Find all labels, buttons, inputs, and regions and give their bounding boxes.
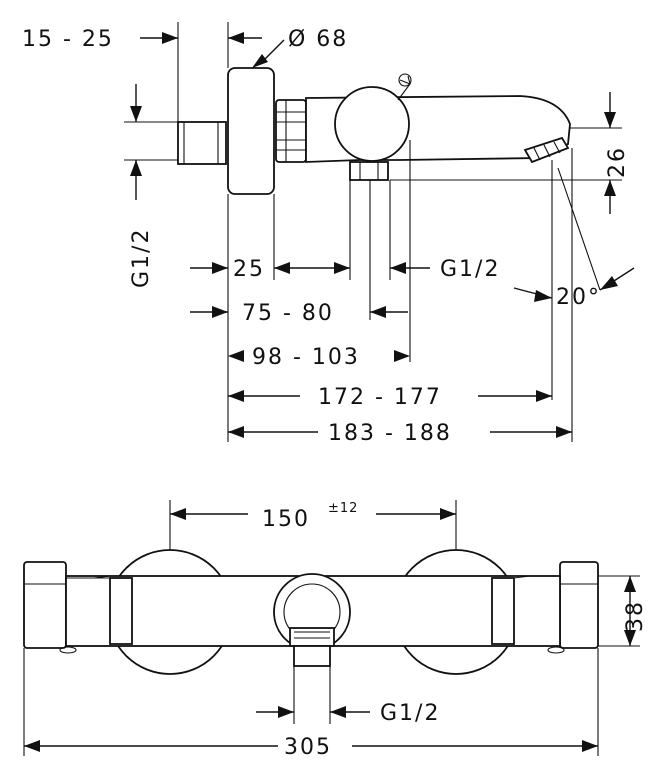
dim-thread-inlet: G1/2 bbox=[129, 228, 154, 288]
dim-body-height: 38 bbox=[623, 600, 648, 632]
dim-thread-outlet: G1/2 bbox=[440, 257, 500, 282]
dim-front-thread: G1/2 bbox=[380, 701, 440, 726]
dim-75-80: 75 - 80 bbox=[242, 301, 334, 326]
wall-rosette bbox=[227, 67, 275, 195]
dim-wall-offset: 15 - 25 bbox=[22, 27, 114, 52]
front-outlet bbox=[293, 645, 331, 667]
end-cap-left bbox=[23, 561, 67, 649]
end-cap-right bbox=[559, 561, 599, 649]
union-nut bbox=[275, 99, 307, 163]
dim-outlet-height: 26 bbox=[605, 146, 630, 178]
dim-diameter: Ø 68 bbox=[288, 27, 348, 52]
dim-depth-25: 25 bbox=[233, 257, 265, 282]
dim-centre-distance: 150 bbox=[262, 507, 310, 532]
dim-centre-tolerance: ±12 bbox=[328, 501, 358, 516]
front-view: 150 ±12 38 G1/2 305 bbox=[23, 500, 648, 760]
outlet-nipple bbox=[349, 161, 389, 181]
dim-outlet-angle: 20° bbox=[556, 285, 601, 310]
control-knob bbox=[334, 86, 410, 162]
dim-98-103: 98 - 103 bbox=[252, 345, 360, 370]
side-view: 15 - 25 Ø 68 G1/2 26 25 G1/2 bbox=[22, 22, 635, 446]
dim-183-188: 183 - 188 bbox=[328, 421, 452, 446]
wall-connector bbox=[177, 121, 227, 165]
dim-172-177: 172 - 177 bbox=[318, 385, 442, 410]
dim-overall-width: 305 bbox=[284, 735, 332, 760]
